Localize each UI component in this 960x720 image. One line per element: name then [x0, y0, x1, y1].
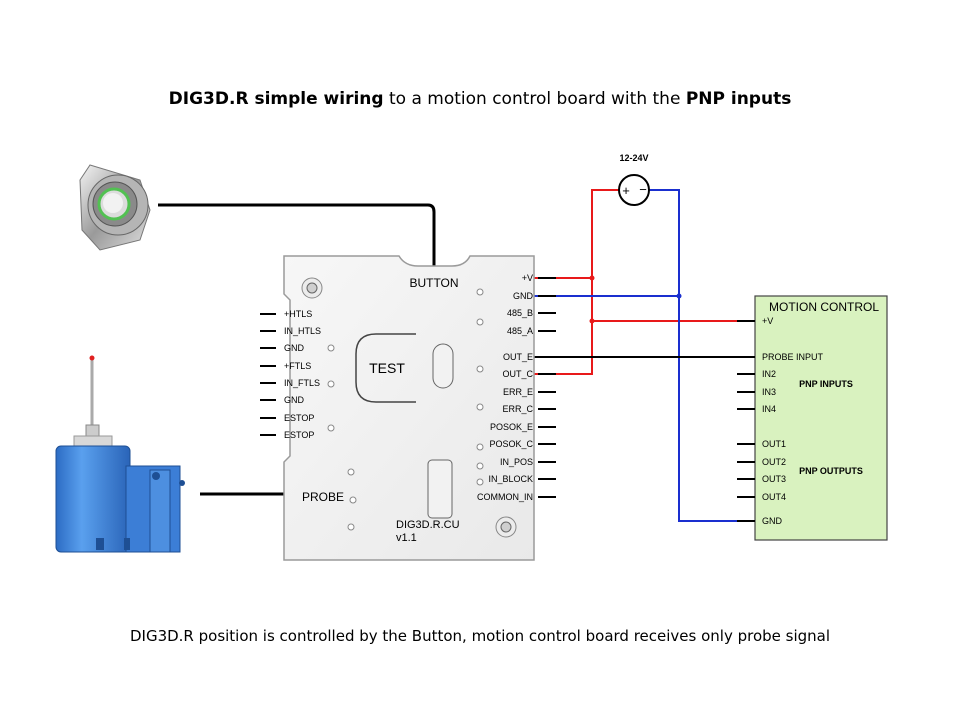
board-right-pin: OUT_C — [502, 369, 556, 379]
push-button-image — [79, 164, 151, 251]
board-right-pin: ERR_C — [502, 404, 556, 414]
title-bold-part1: DIG3D.R simple wiring — [168, 89, 384, 109]
controller-board: BUTTON TEST PROBE DIG3D.R.CU v1.1 — [283, 255, 535, 561]
motion-control-pin-label: PROBE INPUT — [762, 352, 824, 362]
test-button-slot — [432, 343, 454, 389]
board-left-pin: +FTLS — [260, 361, 311, 371]
test-label: TEST — [369, 360, 405, 376]
board-right-pin-label: IN_BLOCK — [488, 474, 533, 484]
board-connector-slot — [427, 459, 453, 519]
motion-control-pin: IN4 — [737, 404, 776, 414]
motion-control-pin-label: IN3 — [762, 387, 776, 397]
board-right-pin-label: ERR_C — [502, 404, 533, 414]
board-right-pin-label: POSOK_E — [490, 422, 533, 432]
supply-minus: − — [639, 182, 647, 197]
board-left-pin-label: GND — [284, 395, 305, 405]
board-right-pin-label: COMMON_IN — [477, 492, 533, 502]
motion-control-pin: GND — [737, 516, 783, 526]
diagram-title: DIG3D.R simple wiring to a motion contro… — [0, 89, 960, 109]
board-right-pins: +V GND 485_B 485_A OUT_E OUT_C ERR_E ERR_C POSOK… — [477, 273, 556, 502]
supply-voltage-label: 12-24V — [619, 153, 648, 163]
title-part2: to a motion control board with the — [383, 89, 686, 109]
board-right-pin-label: OUT_C — [502, 369, 533, 379]
board-left-pin-label: IN_HTLS — [284, 326, 321, 336]
motion-control-pin-label: IN2 — [762, 369, 776, 379]
motion-control-pin: OUT2 — [737, 457, 786, 467]
motion-control-pins: +V PROBE INPUT IN2IN3IN4OUT1OUT2OUT3OUT4GN… — [737, 316, 824, 526]
board-right-pin-label: POSOK_C — [489, 439, 533, 449]
button-wire — [158, 203, 436, 268]
motion-control-box — [754, 295, 888, 541]
motion-control-pin-label: +V — [762, 316, 773, 326]
diagram-caption: DIG3D.R position is controlled by the Bu… — [129, 627, 831, 645]
board-left-pin-label: ESTOP — [284, 430, 314, 440]
board-right-pin: 485_A — [507, 326, 556, 336]
board-right-pin: OUT_E — [503, 352, 556, 362]
motion-control-pin: IN3 — [737, 387, 776, 397]
board-right-pin-label: +V — [522, 273, 533, 283]
board-left-pin-label: +FTLS — [284, 361, 311, 371]
board-left-pin: IN_FTLS — [260, 378, 320, 388]
board-left-pin: ESTOP — [260, 413, 314, 423]
supply-positive-wire — [522, 189, 620, 279]
supply-negative-wire — [648, 189, 752, 522]
board-version: v1.1 — [396, 532, 417, 544]
motion-control-pin-label: OUT3 — [762, 474, 786, 484]
board-left-pin: +HTLS — [260, 309, 312, 319]
board-left-pin-label: +HTLS — [284, 309, 312, 319]
board-left-pin: IN_HTLS — [260, 326, 321, 336]
pnp-outputs-label: PNP OUTPUTS — [799, 466, 863, 476]
board-left-pin-label: IN_FTLS — [284, 378, 320, 388]
board-right-pin: IN_POS — [500, 457, 556, 467]
board-right-pin-label: ERR_E — [503, 387, 533, 397]
supply-symbol — [618, 174, 650, 206]
board-left-pin-label: ESTOP — [284, 413, 314, 423]
board-right-pin: 485_B — [507, 308, 556, 318]
motion-control-pin-label: OUT4 — [762, 492, 786, 502]
board-left-pin-label: GND — [284, 343, 305, 353]
supply-plus: + — [622, 183, 630, 198]
motion-control-pin: +V — [737, 316, 773, 326]
board-right-pin-label: 485_B — [507, 308, 533, 318]
power-supply: 12-24V + − — [618, 153, 650, 206]
probe-image — [55, 355, 185, 553]
board-right-pin-label: 485_A — [507, 326, 533, 336]
board-right-pin: GND — [513, 291, 556, 301]
motion-control-pin: OUT3 — [737, 474, 786, 484]
motion-control-pin: IN2 — [737, 369, 776, 379]
motion-control-pin-label: OUT1 — [762, 439, 786, 449]
board-right-pin: POSOK_E — [490, 422, 556, 432]
board-left-pin: GND — [260, 395, 305, 405]
motion-control-pin: OUT4 — [737, 492, 786, 502]
board-model: DIG3D.R.CU — [396, 519, 460, 531]
motion-control-pin-label: IN4 — [762, 404, 776, 414]
motion-control-pin: PROBE INPUT — [737, 352, 824, 362]
title-bold-part3: PNP inputs — [685, 89, 792, 109]
probe-label: PROBE — [302, 490, 344, 504]
motion-control-pin-label: GND — [762, 516, 783, 526]
board-right-pin-label: IN_POS — [500, 457, 533, 467]
board-right-pin-label: GND — [513, 291, 534, 301]
board-right-pin: COMMON_IN — [477, 492, 556, 502]
pnp-inputs-label: PNP INPUTS — [799, 379, 853, 389]
board-right-pin: +V — [522, 273, 556, 283]
board-left-pin: ESTOP — [260, 430, 314, 440]
board-right-pin-label: OUT_E — [503, 352, 533, 362]
board-right-pin: IN_BLOCK — [488, 474, 556, 484]
test-button-outline — [355, 333, 416, 403]
motion-control-title: MOTION CONTROL — [769, 300, 879, 314]
motion-control-pin-label: OUT2 — [762, 457, 786, 467]
wires — [158, 189, 752, 522]
board-left-pin: GND — [260, 343, 305, 353]
motion-control-pin: OUT1 — [737, 439, 786, 449]
board-right-pin: ERR_E — [503, 387, 556, 397]
board-left-pins: +HTLS IN_HTLS GND +FTLS IN_FTLS GND ESTOP ESTOP — [260, 309, 321, 440]
board-right-pin: POSOK_C — [489, 439, 556, 449]
motion-control-board: MOTION CONTROL PNP INPUTS PNP OUTPUTS — [754, 295, 888, 541]
button-label: BUTTON — [409, 276, 458, 290]
